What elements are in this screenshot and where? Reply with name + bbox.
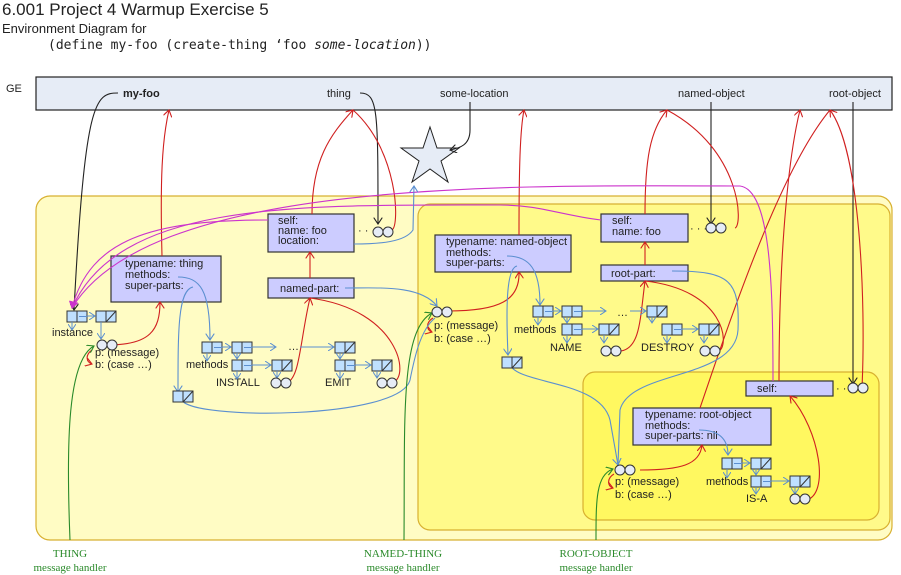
cons-pair — [532, 305, 554, 318]
named-super-parts-pair — [501, 356, 523, 369]
caption-named-1: NAMED-THING — [364, 548, 442, 560]
handler-pointers — [67, 313, 613, 541]
svg-text:self:: self: — [278, 215, 298, 227]
binding-my-foo[interactable]: my-foo — [123, 88, 160, 100]
named-part-frame: named-part: — [267, 277, 355, 299]
named-methods-label: methods — [514, 324, 557, 336]
cons-pair — [231, 359, 253, 372]
named-handler-procedure — [431, 306, 453, 318]
named-object-class-frame: typename: named-object methods: super-pa… — [434, 234, 572, 273]
cons-pair — [789, 475, 811, 488]
cons-pair — [334, 341, 356, 354]
page-title: 6.001 Project 4 Warmup Exercise 5 — [2, 0, 269, 19]
code-expression: (define my-foo (create-thing ‘foo some-l… — [48, 38, 432, 53]
cons-pair — [561, 323, 583, 336]
thing-class-frame: typename: thing methods: super-parts: — [110, 255, 222, 303]
thing-ellipsis: … — [288, 341, 299, 353]
svg-text:self:: self: — [612, 215, 632, 227]
cons-pair — [271, 359, 293, 372]
thing-procedure — [372, 226, 394, 238]
thing-b-case: b: (case …) — [95, 359, 152, 371]
root-self-frame: self: — [745, 380, 834, 397]
caption-named-2: message handler — [367, 562, 440, 574]
svg-text:location:: location: — [278, 235, 319, 247]
thing-handler-procedure — [96, 339, 118, 351]
svg-text:self:: self: — [757, 383, 777, 395]
cons-pair — [334, 359, 356, 372]
named-object-instance-frame: self: name: foo — [600, 213, 689, 243]
cons-pair — [561, 305, 583, 318]
cons-pair — [750, 457, 772, 470]
named-dots: · · · — [690, 223, 707, 235]
name-procedure — [600, 345, 622, 357]
ge-label: GE — [6, 83, 22, 95]
cons-pair — [371, 359, 393, 372]
svg-text:super-parts:: super-parts: — [125, 280, 184, 292]
is-a-label: IS-A — [746, 493, 768, 505]
cons-pair — [698, 323, 720, 336]
root-object-class-frame: typename: root-object methods: super-par… — [632, 407, 772, 446]
root-methods-label: methods — [706, 476, 749, 488]
star-icon — [399, 125, 461, 184]
instance-label: instance — [52, 327, 93, 339]
code-italic: some-location — [314, 38, 416, 53]
cons-pair — [646, 305, 668, 318]
cons-pair — [598, 323, 620, 336]
named-p-message: p: (message) — [434, 320, 498, 332]
pointer-arrows — [72, 92, 864, 501]
caption-root-2: message handler — [560, 562, 633, 574]
emit-procedure — [376, 377, 398, 389]
name-label: NAME — [550, 342, 582, 354]
code-suffix: )) — [415, 38, 432, 53]
svg-text:methods:: methods: — [645, 420, 690, 432]
named-b-case: b: (case …) — [434, 333, 491, 345]
svg-text:typename: root-object: typename: root-object — [645, 409, 751, 421]
install-label: INSTALL — [216, 377, 260, 389]
root-b-case: b: (case …) — [615, 489, 672, 501]
cons-pair — [201, 341, 223, 354]
page-subtitle: Environment Diagram for — [2, 21, 147, 36]
caption-thing-2: message handler — [34, 562, 107, 574]
caption-thing-1: THING — [53, 548, 87, 560]
svg-text:named-part:: named-part: — [280, 283, 339, 295]
svg-text:name: foo: name: foo — [612, 226, 661, 238]
install-procedure — [270, 377, 292, 389]
svg-text:name: foo: name: foo — [278, 225, 327, 237]
binding-named-object[interactable]: named-object — [678, 88, 745, 100]
instance-nil-pair — [95, 310, 117, 323]
root-p-message: p: (message) — [615, 476, 679, 488]
instance-pair — [66, 310, 88, 323]
svg-text:methods:: methods: — [446, 247, 491, 259]
thing-super-parts-pair — [172, 390, 194, 403]
binding-some-location[interactable]: some-location — [440, 88, 508, 100]
is-a-procedure — [789, 493, 811, 505]
thing-methods-label: methods — [186, 359, 229, 371]
caption-root-1: ROOT-OBJECT — [560, 548, 633, 560]
code-prefix: (define my-foo (create-thing ‘foo — [48, 38, 315, 53]
destroy-procedure — [699, 345, 721, 357]
cons-cells: · · ·· · ·· · · — [66, 222, 869, 505]
named-object-procedure — [705, 222, 727, 234]
destroy-label: DESTROY — [641, 342, 695, 354]
binding-thing[interactable]: thing — [327, 88, 351, 100]
svg-text:typename: named-object: typename: named-object — [446, 236, 567, 248]
binding-root-object[interactable]: root-object — [829, 88, 881, 100]
thing-instance-frame: self: name: foo location: — [267, 213, 355, 253]
root-handler-procedure — [614, 464, 636, 476]
emit-label: EMIT — [325, 377, 352, 389]
global-environment — [35, 76, 893, 111]
svg-text:super-parts:: super-parts: — [446, 257, 505, 269]
named-ellipsis: … — [617, 307, 628, 319]
cons-pair — [750, 475, 772, 488]
root-part-frame: root-part: — [600, 264, 689, 282]
cons-pair — [721, 457, 743, 470]
svg-text:super-parts: nil: super-parts: nil — [645, 430, 718, 442]
root-object-procedure — [847, 382, 869, 394]
cons-pair — [231, 341, 253, 354]
svg-text:root-part:: root-part: — [611, 268, 656, 280]
svg-text:typename: thing: typename: thing — [125, 258, 203, 270]
cons-pair — [661, 323, 683, 336]
thing-dots: · · · — [358, 225, 375, 237]
svg-text:methods:: methods: — [125, 269, 170, 281]
